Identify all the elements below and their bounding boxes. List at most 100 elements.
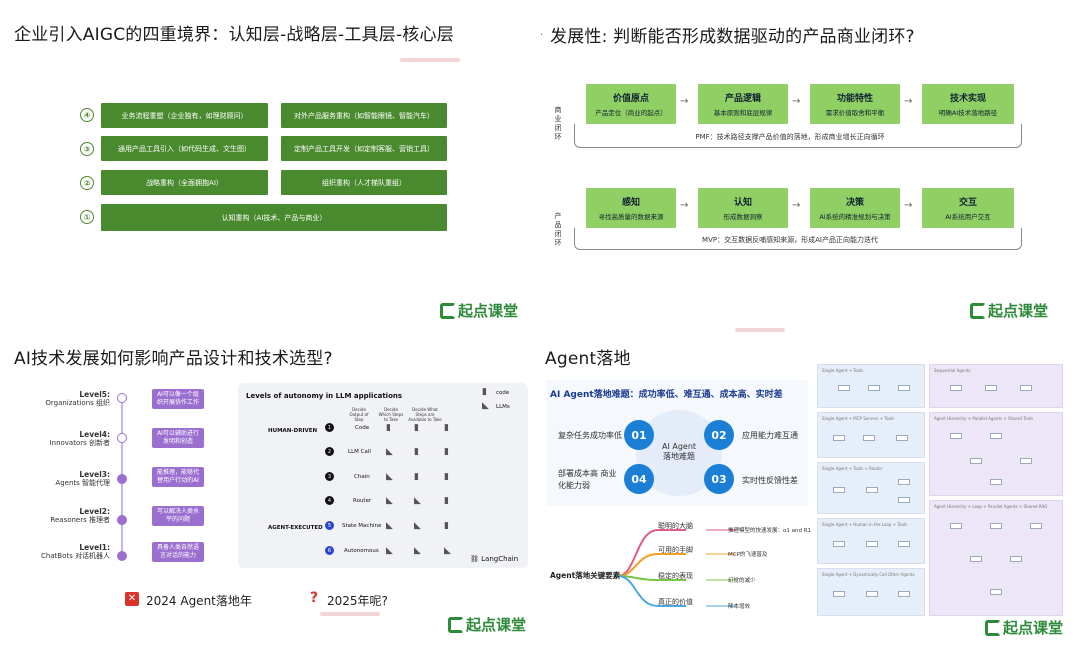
code-icon: ▮	[414, 447, 419, 457]
arrow-icon: →	[680, 96, 689, 107]
group-label: HUMAN-DRIVEN	[268, 428, 318, 434]
legend-label: code	[496, 390, 510, 396]
cross-icon: ✕	[125, 592, 139, 606]
llm-icon: ◣	[414, 496, 421, 506]
q1-title: 企业引入AIGC的四重境界：认知层-战略层-工具层-核心层	[14, 25, 454, 45]
mindmap-leaf: MCP的飞速普及	[728, 552, 768, 558]
diagram-box: 组织重构（人才梯队重组）	[281, 170, 447, 195]
llm-icon: ◣	[386, 447, 393, 457]
chart-title: Levels of autonomy in LLM applications	[246, 392, 403, 400]
timeline-node	[117, 551, 127, 561]
pattern-thumb: Single Agent + Tools + Router	[817, 462, 925, 514]
side-label: 商业闭环	[554, 106, 562, 141]
code-icon: ▮	[444, 423, 449, 433]
bullet-icon: ·	[540, 30, 544, 41]
logo-icon	[440, 302, 456, 319]
loop-caption: PMF：技术路径支撑产品价值的落地，形成商业增长正向循环	[695, 133, 885, 141]
code-icon: ▮	[414, 423, 419, 433]
flow-box: 产品逻辑基本原则和底层规律	[698, 84, 788, 124]
arrow-icon: →	[792, 200, 801, 211]
flow-box: 认知形成数据洞察	[698, 188, 788, 228]
q1-diagram: ④ 业务流程重塑（企业独有，如理财顾问） 对外产品服务重构（如智能眼镜、智能汽车…	[78, 100, 450, 232]
difficulty-item: 部署成本高 商业化能力弱	[558, 469, 617, 490]
number-badge: 03	[704, 464, 734, 494]
mindmap-leaf: 降本增效	[728, 604, 751, 610]
panel-banner: AI Agent落地难题：成功率低、难互通、成本高、实时差	[550, 390, 783, 400]
llm-icon: ◣	[482, 401, 489, 411]
level-desc: AI可以辅助进行发明和创造	[152, 428, 204, 448]
level-desc: 可以解决人类水平的问题	[152, 506, 204, 526]
q2-diagram: 商业闭环 价值原点产品定位（商业的起点） → 产品逻辑基本原则和底层规律 → 功…	[550, 80, 1030, 255]
question-icon: ?	[310, 590, 319, 606]
llm-icon: ◣	[386, 472, 393, 482]
mindmap-branch: 聪明的大脑	[658, 522, 693, 530]
diagram-box: 对外产品服务重构（如智能眼镜、智能汽车）	[281, 103, 447, 128]
timeline-node	[117, 515, 127, 525]
chart-brand: ⛓ LangChain	[470, 555, 519, 563]
level-label: Level3:Agents 智能代理	[55, 470, 110, 487]
code-icon: ▮	[482, 387, 487, 397]
level-number: ②	[80, 176, 94, 190]
langchain-icon: ⛓	[470, 555, 479, 563]
level-timeline: Level5:Organizations 组织 AI可以像一个组织开展协作工作 …	[20, 385, 220, 575]
level-label: Level1:ChatBots 对话机器人	[40, 543, 110, 560]
arrow-icon: →	[792, 96, 801, 107]
llm-icon: ◣	[414, 546, 421, 556]
code-icon: ▮	[444, 472, 449, 482]
row-number: 2	[325, 447, 334, 456]
level-label: Level5:Organizations 组织	[45, 390, 110, 407]
brand-logo: 起点课堂	[440, 300, 518, 321]
brand-logo: 起点课堂	[985, 617, 1063, 638]
timeline-node	[117, 393, 127, 403]
timeline-node	[117, 474, 127, 484]
code-icon: ▮	[444, 447, 449, 457]
row-label: Chain	[354, 474, 370, 480]
arrow-icon: →	[680, 200, 689, 211]
mindmap-root: Agent落地关键要素	[550, 571, 621, 580]
diagram-box: 业务流程重塑（企业独有，如理财顾问）	[101, 103, 268, 128]
loop-line	[574, 124, 1022, 148]
llm-icon: ◣	[386, 546, 393, 556]
diagram-box: 定制产品工具开发（如定制客服、营销工具）	[281, 136, 447, 161]
code-icon: ▮	[444, 496, 449, 506]
code-icon: ▮	[386, 423, 391, 433]
side-label: 产品闭环	[554, 212, 562, 247]
level-number: ①	[80, 210, 94, 224]
level-label: Level4:Innovators 创新者	[49, 430, 110, 447]
legend-label: LLMs	[496, 404, 510, 410]
row-label: Code	[355, 425, 370, 431]
difficulty-item: 实时性反馈性差	[742, 476, 798, 485]
level-number: ③	[80, 142, 94, 156]
pattern-thumb: Single Agent + MCP Servers + Tools	[817, 412, 925, 458]
footnote-right: 2025年呢?	[327, 594, 388, 608]
pattern-thumb: Sequential Agents	[929, 364, 1063, 408]
pattern-thumb: Agent Hierarchy + Loop + Parallel Agents…	[929, 500, 1063, 616]
footnote-left: 2024 Agent落地年	[146, 594, 252, 608]
row-number: 6	[325, 546, 334, 555]
row-label: LLM Call	[348, 449, 371, 455]
loop-line	[574, 228, 1022, 250]
difficulty-item: 应用能力难互通	[742, 431, 798, 440]
number-badge: 04	[624, 464, 654, 494]
level-desc: 能推理，能够代替用户行动的AI	[152, 467, 204, 487]
group-label: AGENT-EXECUTED	[268, 525, 323, 531]
column-header: Decide Which Steps to Take	[378, 407, 404, 422]
mindmap-branch: 可用的手脚	[658, 546, 693, 554]
center-label: AI Agent 落地难题	[661, 442, 697, 461]
row-number: 1	[325, 423, 334, 432]
number-badge: 01	[624, 420, 654, 450]
pattern-thumb: Single Agent + Human in the Loop + Tools	[817, 518, 925, 564]
mindmap: Agent落地关键要素 聪明的大脑 可用的手脚 稳定的表现 真正的价值 推理模型…	[546, 520, 814, 620]
flow-box: 感知寻找高质量的数据来源	[586, 188, 676, 228]
logo-icon	[970, 302, 986, 319]
flow-box: 功能特性需求价值取舍和平衡	[810, 84, 900, 124]
pattern-thumb: Single Agent + Tools	[817, 364, 925, 408]
column-header: Decide Output of Step	[349, 407, 369, 422]
timeline-node	[117, 433, 127, 443]
mindmap-branch: 真正的价值	[658, 598, 693, 606]
flow-box: 技术实现明确AI技术落地路径	[922, 84, 1014, 124]
difficulty-item: 复杂任务成功率低	[558, 431, 622, 440]
redaction-mark	[400, 58, 460, 62]
llm-icon: ◣	[386, 496, 393, 506]
